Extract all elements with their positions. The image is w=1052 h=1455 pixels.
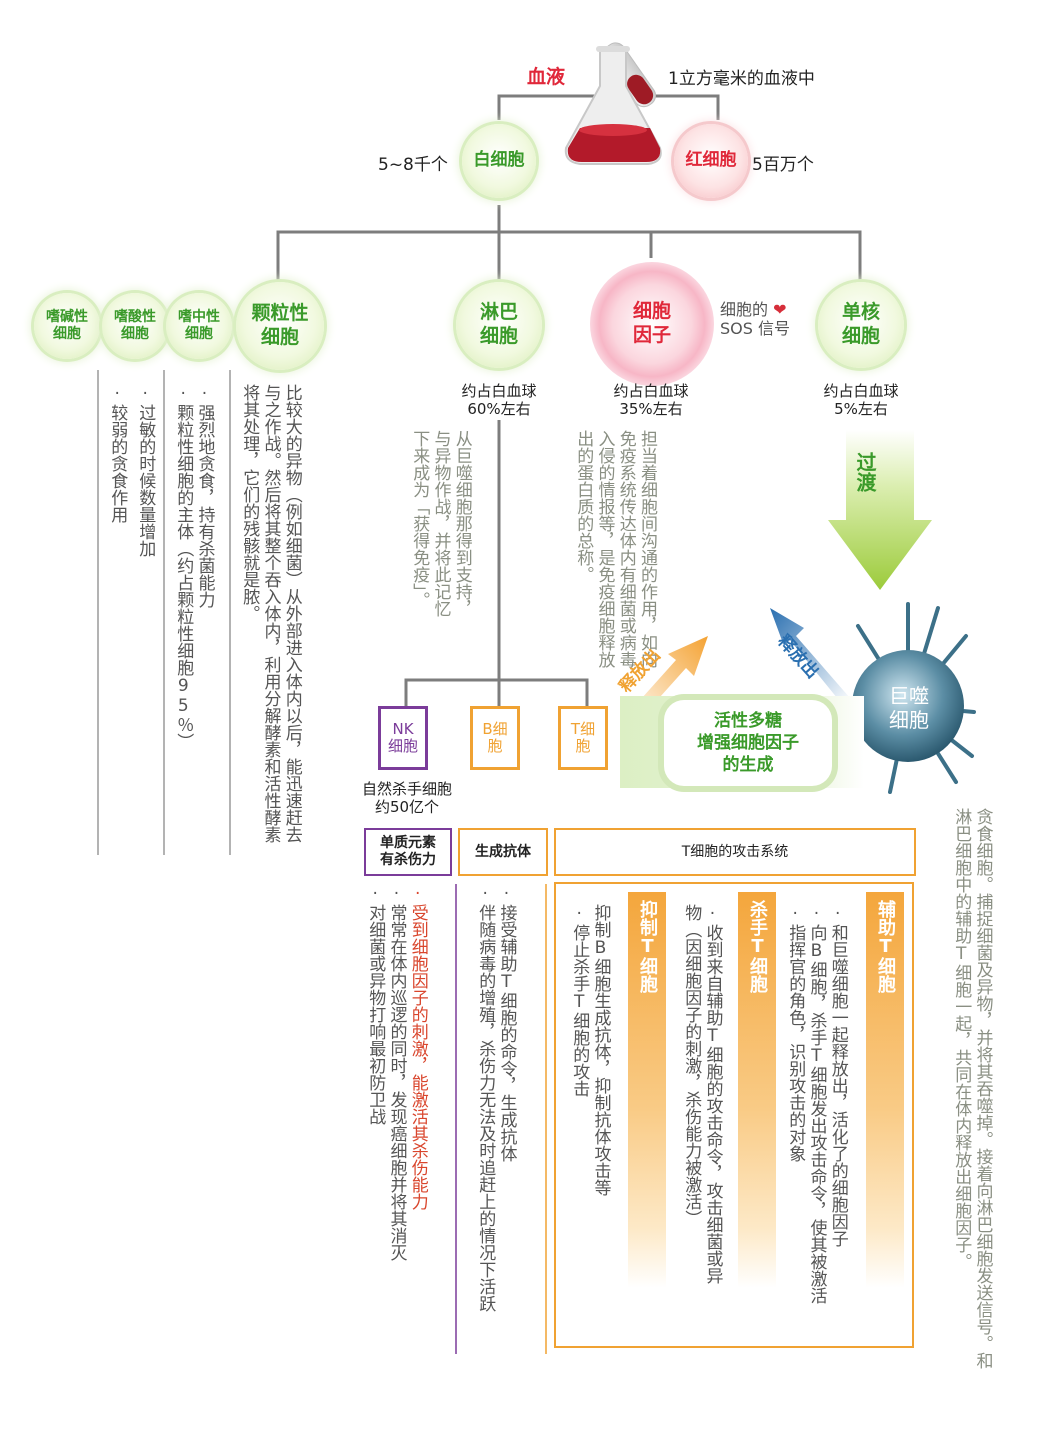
b-desc-divider (545, 884, 547, 1354)
granulocyte-desc: 比较大的异物（例如细菌）从外部进入体内以后，能迅速赶去与之作战。然后将其整个吞入… (238, 384, 302, 854)
eosinophil-node: 嗜酸性细胞 (102, 293, 168, 359)
polysaccharide-line-1: 活性多糖 (714, 710, 782, 731)
rbc-node: 红细胞 (674, 124, 748, 198)
suppressor-t-title: 抑制T细胞 (637, 900, 658, 993)
basophil-node: 嗜碱性细胞 (34, 293, 100, 359)
t-box-label: T细胞的攻击系统 (681, 843, 789, 860)
lymph-branch-line (404, 420, 589, 706)
cytokine-label: 细胞因子 (632, 300, 671, 346)
granulocyte-label: 颗粒性细胞 (251, 302, 309, 348)
monocyte-node: 单核细胞 (818, 282, 904, 368)
monocyte-percent: 约占白血球 5%左右 (823, 382, 899, 418)
cytokine-sos: 细胞的 ❤ SOS 信号 (720, 300, 790, 338)
nk-box-label: 单质元素有杀伤力 (380, 835, 436, 868)
granulocyte-bracket (97, 370, 231, 855)
helper-t-desc-2: ·向B细胞，杀手T细胞发出攻击命令，使其被激活 (806, 904, 827, 1304)
helper-t-bar: 辅助T细胞 (866, 892, 904, 1288)
flask-icon (564, 42, 662, 165)
wbc-label: 白细胞 (473, 150, 525, 171)
b-cell-box: B细胞 (470, 706, 520, 770)
granulocyte-node: 颗粒性细胞 (236, 282, 324, 370)
cytokine-percent: 约占白血球 35%左右 (613, 382, 689, 418)
nk-note-2: 约50亿个 (374, 798, 440, 816)
suppressor-t-bar: 抑制T细胞 (628, 892, 666, 1288)
b-box-label: 生成抗体 (475, 843, 531, 860)
suppressor-t-desc-1: ·停止杀手T细胞的攻击 (569, 904, 590, 1097)
helper-t-desc-1: ·指挥官的角色，识别攻击的对象 (785, 904, 806, 1162)
wbc-branch-line (276, 205, 862, 282)
blood-volume-note: 1立方毫米的血液中 (668, 69, 815, 89)
cytokine-sos-line-1: 细胞的 ❤ (720, 300, 787, 319)
b-cell-label: B细胞 (482, 719, 508, 755)
b-desc-2: ·接受辅助T细胞的命令，生成抗体 (496, 884, 517, 1162)
helper-t-desc-3: ·和巨噬细胞一起释放出，活化了的细胞因子 (827, 904, 848, 1247)
killer-t-bar: 杀手T细胞 (738, 892, 776, 1288)
cytokine-sos-line-2: SOS 信号 (720, 319, 790, 339)
polysaccharide-line-3: 的生成 (722, 755, 774, 776)
macrophage-desc: 贪食细胞。捕捉细菌及异物，并将其吞噬掉。接着向淋巴细胞发送信号。和淋巴细胞中的辅… (950, 808, 993, 1378)
macrophage-icon (852, 602, 976, 794)
nk-note: 自然杀手细胞 约50亿个 (352, 780, 462, 816)
nk-desc-1: ·对细菌或异物打响最初防卫战 (365, 884, 386, 1125)
nk-cell-label: NK细胞 (387, 719, 418, 755)
helper-t-title: 辅助T细胞 (875, 900, 896, 993)
basophil-label: 嗜碱性细胞 (46, 308, 88, 343)
b-desc: ·接受辅助T细胞的命令，生成抗体 ·伴随病毒的增殖，杀伤力无法及时追赶上的情况下… (474, 884, 517, 1354)
b-desc-1: ·伴随病毒的增殖，杀伤力无法及时追赶上的情况下活跃 (475, 884, 496, 1312)
killer-t-title: 杀手T细胞 (747, 900, 768, 993)
b-box: 生成抗体 (458, 828, 548, 876)
lymphocyte-percent: 约占白血球 60%左右 (461, 382, 537, 418)
polysaccharide-line-2: 增强细胞因子 (697, 732, 799, 753)
neutrophil-node: 嗜中性细胞 (166, 293, 232, 359)
nk-cell-box: NK细胞 (378, 706, 428, 770)
blood-label: 血液 (527, 66, 566, 88)
t-cell-box: T细胞 (558, 706, 608, 770)
t-cell-label: T细胞 (570, 719, 596, 755)
suppressor-t-desc-2: 抑制B细胞生成抗体，抑制抗体攻击等 (590, 904, 611, 1196)
heart-icon: ❤ (773, 300, 787, 319)
polysaccharide-box: 活性多糖 增强细胞因子 的生成 (664, 700, 832, 786)
cytokine-desc: 担当着细胞间沟通的作用，如向免疫系统传达体内有细菌或病毒入侵的情报等，是免疫细胞… (572, 430, 657, 680)
monocyte-label: 单核细胞 (841, 301, 880, 347)
killer-t-desc: ·收到来自辅助T细胞的攻击命令，攻击细菌或异物（因细胞因子的刺激，杀伤能力被激活… (680, 904, 723, 1284)
nk-desc-3: ·受到细胞因子的刺激，能激活其杀伤能力 (407, 884, 428, 1210)
lymphocyte-node: 淋巴细胞 (456, 282, 542, 368)
wbc-count: 5~8千个 (378, 155, 448, 175)
eosinophil-label: 嗜酸性细胞 (114, 308, 156, 343)
eosinophil-desc: ·过敏的时候数量增加 (134, 384, 155, 604)
rbc-count: 5百万个 (752, 155, 814, 175)
macrophage-label: 巨噬细胞 (889, 684, 929, 732)
basophil-desc: ·较弱的贪食作用 (106, 384, 127, 564)
lymphocyte-desc: 从巨噬细胞那得到支持，与异物作战，并将此记忆下来成为「获得免疫」。 (408, 430, 472, 630)
basophil-desc-line: ·较弱的贪食作用 (107, 384, 128, 523)
nk-desc: ·受到细胞因子的刺激，能激活其杀伤能力 ·常常在体内巡逻的同时，发现癌细胞并将其… (364, 884, 428, 1284)
transition-label: 过渡 (853, 452, 877, 492)
nk-desc-divider (455, 884, 457, 1354)
killer-t-desc-1: ·收到来自辅助T细胞的攻击命令，攻击细菌或异物（因细胞因子的刺激，杀伤能力被激活… (681, 904, 723, 1284)
macrophage-desc-text: 贪食细胞。捕捉细菌及异物，并将其吞噬掉。接着向淋巴细胞发送信号。和淋巴细胞中的辅… (951, 808, 993, 1369)
lymphocyte-label: 淋巴细胞 (479, 301, 518, 347)
transition-arrow-icon (828, 430, 932, 590)
lymphocyte-desc-text: 从巨噬细胞那得到支持，与异物作战，并将此记忆下来成为「获得免疫」。 (409, 430, 472, 617)
neutrophil-desc: ·强烈地贪食，持有杀菌能力 ·颗粒性细胞的主体（约占颗粒性细胞95％） (172, 384, 215, 764)
neutrophil-desc-line-2: ·颗粒性细胞的主体（约占颗粒性细胞95％） (173, 384, 194, 750)
nk-box: 单质元素有杀伤力 (364, 828, 452, 876)
nk-note-1: 自然杀手细胞 (361, 780, 452, 798)
cytokine-node: 细胞因子 (590, 262, 714, 386)
release-arrow-blue-icon (770, 608, 850, 704)
neutrophil-label: 嗜中性细胞 (178, 308, 220, 343)
rbc-label: 红细胞 (685, 150, 737, 171)
helper-t-desc: ·和巨噬细胞一起释放出，活化了的细胞因子 ·向B细胞，杀手T细胞发出攻击命令，使… (784, 904, 848, 1334)
neutrophil-desc-line: ·强烈地贪食，持有杀菌能力 (194, 384, 215, 608)
t-system-frame (554, 882, 914, 1348)
t-box: T细胞的攻击系统 (554, 828, 916, 876)
eosinophil-desc-line: ·过敏的时候数量增加 (135, 384, 156, 557)
cytokine-desc-text: 担当着细胞间沟通的作用，如向免疫系统传达体内有细菌或病毒入侵的情报等，是免疫细胞… (573, 430, 657, 668)
wbc-node: 白细胞 (462, 124, 536, 198)
nk-desc-2: ·常常在体内巡逻的同时，发现癌细胞并将其消灭 (386, 884, 407, 1261)
granulocyte-desc-text: 比较大的异物（例如细菌）从外部进入体内以后，能迅速赶去与之作战。然后将其整个吞入… (239, 384, 302, 843)
suppressor-t-desc: 抑制B细胞生成抗体，抑制抗体攻击等 ·停止杀手T细胞的攻击 (568, 904, 611, 1234)
